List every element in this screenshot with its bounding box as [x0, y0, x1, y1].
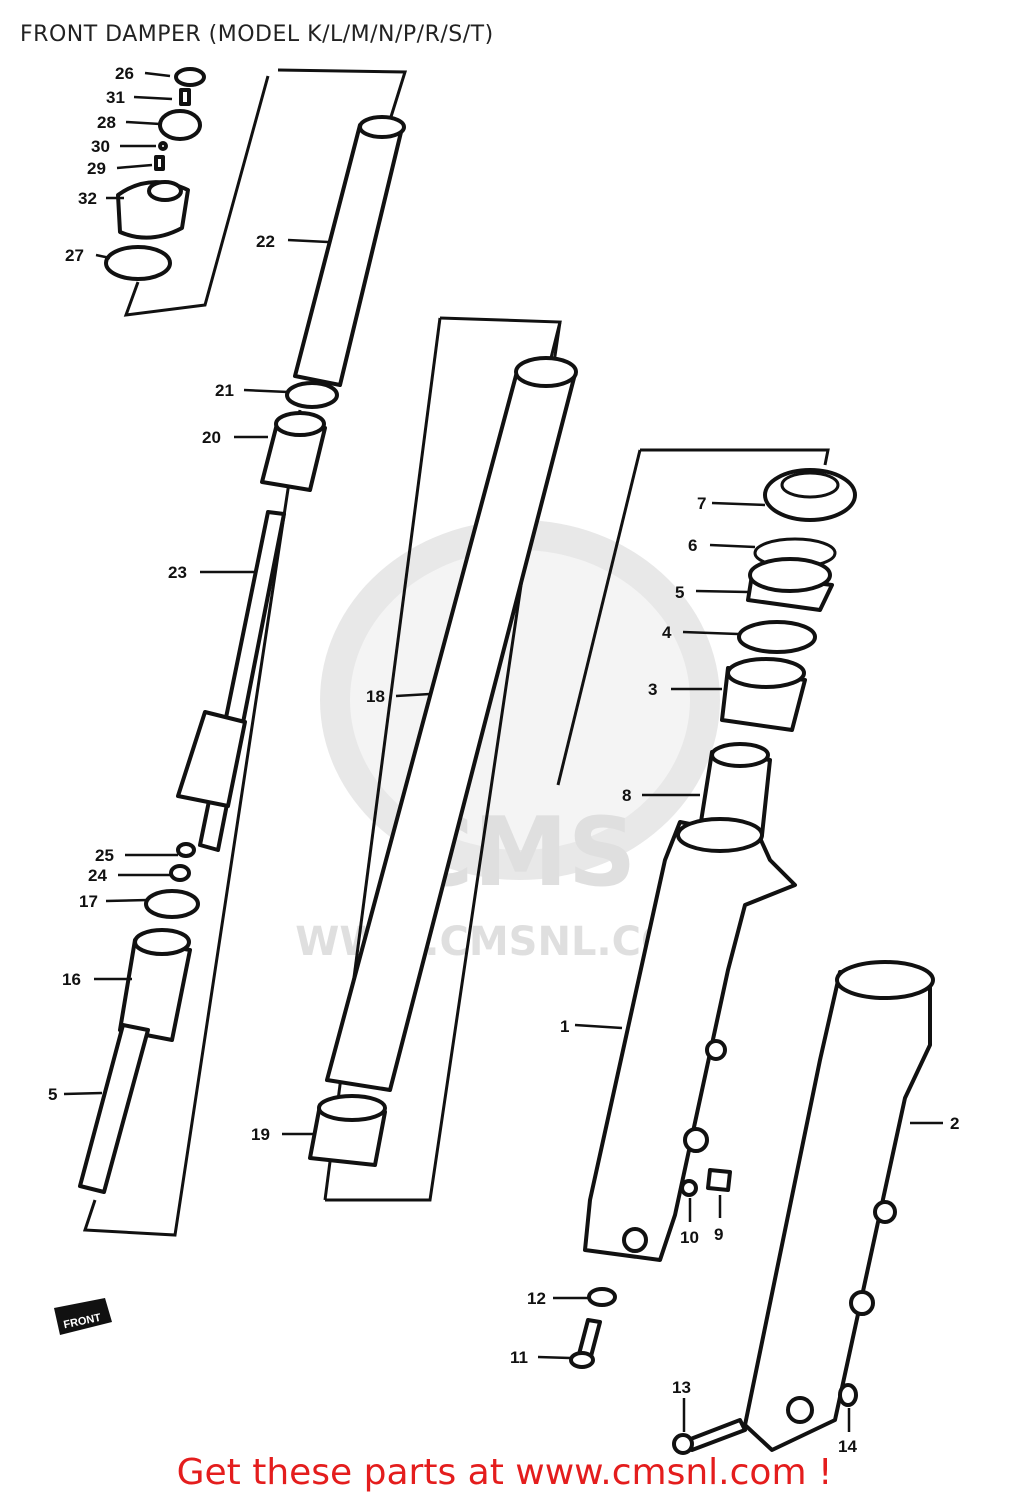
callout-22: 22 — [256, 232, 275, 251]
bracket-inner-tube — [439, 316, 562, 363]
callout-8: 8 — [622, 786, 631, 805]
bracket-seal-group — [640, 448, 830, 466]
part-24-washer — [169, 864, 191, 882]
callout-26: 26 — [115, 64, 134, 83]
callout-5-seal: 5 — [675, 583, 684, 602]
callout-27: 27 — [65, 246, 84, 265]
callout-11: 11 — [510, 1348, 528, 1367]
callout-18: 18 — [366, 687, 385, 706]
callout-1: 1 — [560, 1017, 569, 1036]
footer-link-text[interactable]: Get these parts at www.cmsnl.com ! — [176, 1452, 833, 1493]
callout-25: 25 — [95, 846, 114, 865]
part-30-ball — [158, 141, 168, 151]
callout-24: 24 — [88, 866, 107, 885]
part-22-spring — [293, 123, 404, 387]
callout-9: 9 — [714, 1225, 723, 1244]
front-direction-badge: FRONT — [54, 1298, 112, 1335]
callout-29: 29 — [87, 159, 106, 178]
part-7-dust-seal — [763, 468, 857, 522]
leader-lines — [63, 71, 943, 1432]
callout-labels: 26 31 28 30 29 32 27 22 21 20 23 18 25 2… — [48, 64, 959, 1456]
part-25-ring — [176, 842, 196, 858]
part-10-washer — [680, 1179, 698, 1197]
callout-19: 19 — [251, 1125, 270, 1144]
callout-23: 23 — [168, 563, 187, 582]
diagram-title: FRONT DAMPER (MODEL K/L/M/N/P/R/S/T) — [20, 22, 494, 47]
part-4-washer — [737, 620, 817, 654]
part-28-adjuster — [158, 109, 202, 141]
bracket-cap-group — [277, 68, 408, 121]
callout-4: 4 — [662, 623, 672, 642]
callout-7: 7 — [697, 494, 706, 513]
part-5-rod-lower — [78, 1023, 150, 1194]
callout-32: 32 — [78, 189, 97, 208]
part-12-gasket — [587, 1287, 617, 1307]
callout-20: 20 — [202, 428, 221, 447]
callout-3: 3 — [648, 680, 657, 699]
cap-assembly — [104, 67, 206, 281]
part-26-cap — [174, 67, 206, 87]
part-14-washer — [838, 1383, 858, 1407]
callout-12: 12 — [527, 1289, 546, 1308]
part-27-o-ring — [104, 245, 172, 281]
callout-30: 30 — [91, 137, 110, 156]
part-31-screw — [179, 88, 191, 106]
callout-5-rod: 5 — [48, 1085, 57, 1104]
part-21-spacer — [285, 381, 339, 409]
part-1-outer-tube-left — [583, 820, 797, 1262]
callout-21: 21 — [215, 381, 234, 400]
callout-28: 28 — [97, 113, 116, 132]
callout-6: 6 — [688, 536, 697, 555]
part-17-ring — [144, 889, 200, 919]
callout-13: 13 — [672, 1378, 691, 1397]
callout-2: 2 — [950, 1114, 959, 1133]
part-29-spring — [154, 155, 165, 171]
callout-16: 16 — [62, 970, 81, 989]
callout-10: 10 — [680, 1228, 699, 1247]
callout-31: 31 — [106, 88, 125, 107]
callout-14: 14 — [838, 1437, 857, 1456]
part-9-bolt — [706, 1168, 732, 1192]
part-13-axle-bolt — [686, 1418, 747, 1452]
part-2-outer-tube-right — [743, 970, 932, 1452]
callout-17: 17 — [79, 892, 98, 911]
bracket-damper-rod — [82, 409, 302, 1237]
